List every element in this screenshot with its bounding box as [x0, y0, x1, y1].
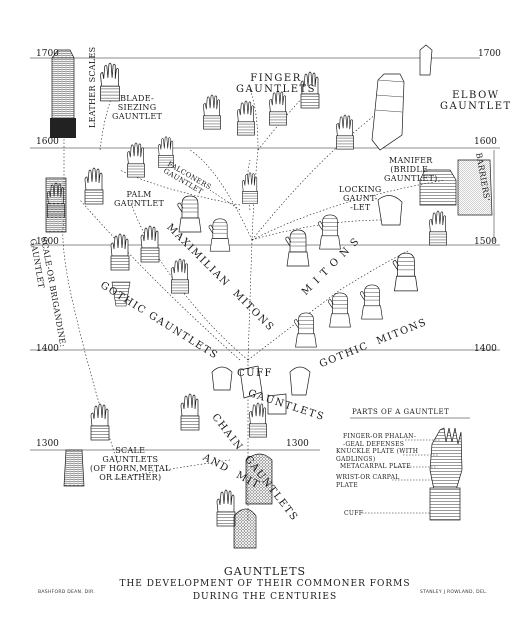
leather-scales-gauntlet-icon	[50, 50, 76, 138]
parts-title: PARTS OF A GAUNTLET	[352, 408, 449, 417]
glove-icon	[269, 91, 286, 125]
year-1600-right: 1600	[474, 138, 497, 147]
credit-left: BASHFORD DEAN. DIR.	[38, 590, 95, 595]
mitten-icon	[209, 219, 230, 251]
elbow-gauntlet-icon	[372, 45, 432, 150]
cuff-icon	[212, 367, 232, 390]
year-1300-left: 1300	[36, 440, 59, 449]
label-elbow-gauntlet: ELBOW GAUNTLET	[440, 90, 512, 112]
caption-title: GAUNTLETS	[0, 565, 530, 578]
label-blade-sieizing: BLADE- SIEZING GAUNTLET	[112, 94, 162, 121]
glove-icon	[85, 168, 103, 204]
label-cuff: CUFF	[237, 368, 273, 379]
glove-icon	[203, 95, 220, 129]
caption-line1: THE DEVELOPMENT OF THEIR COMMONER FORMS	[0, 579, 530, 589]
cuff-icon	[290, 367, 310, 395]
label-finger-gauntlets: FINGER GAUNTLETS	[236, 73, 316, 95]
mitten-icon	[328, 293, 350, 327]
mitten-icon	[393, 253, 417, 291]
glove-icon	[217, 490, 235, 526]
label-leather-scales: LEATHER SCALES	[88, 47, 97, 128]
glove-icon	[249, 403, 266, 437]
parts-wrist: WRIST-OR CARPAL PLATE	[336, 474, 400, 490]
century-lines	[30, 58, 500, 450]
glove-icon	[336, 115, 353, 149]
label-scale-gauntlets: SCALE GAUNTLETS (OF HORN,METAL OR LEATHE…	[90, 446, 171, 482]
mitten-icon	[294, 313, 316, 347]
glove-icon	[91, 404, 109, 440]
year-1700-left: 1700	[36, 50, 59, 59]
glove-icon	[171, 259, 188, 293]
year-1300-right: 1300	[286, 440, 309, 449]
mitten-icon	[360, 285, 382, 319]
glove-icon	[242, 173, 257, 204]
glove-icon	[111, 234, 129, 270]
glove-icon	[141, 226, 159, 262]
glove-icon	[181, 394, 199, 430]
credit-right: STANLEY J ROWLAND, DEL.	[420, 590, 488, 595]
parts-cuff: CUFF	[344, 510, 363, 518]
glove-icon	[237, 101, 254, 135]
label-manifer: MANIFER (BRIDLE- GAUNTLET)	[384, 156, 438, 183]
glove-icon	[429, 211, 446, 245]
parts-knuckle: KNUCKLE PLATE (WITH GADLINGS)	[336, 448, 418, 464]
label-palm-gauntlet: PALM GAUNTLET	[114, 190, 164, 208]
scale-brigandine-icons	[46, 178, 66, 232]
year-1600-left: 1600	[36, 138, 59, 147]
year-1500-right: 1500	[474, 238, 497, 247]
parts-metacarpal: METACARPAL PLATE	[340, 463, 411, 471]
mitten-icon	[286, 230, 309, 266]
parts-finger: FINGER-OR PHALAN- -GEAL DEFENSES	[343, 433, 416, 449]
year-1700-right: 1700	[478, 50, 501, 59]
label-locking: LOCKING GAUNT- -LET	[339, 185, 382, 212]
year-1400-right: 1400	[474, 345, 497, 354]
mitten-icon	[178, 196, 201, 232]
mitten-icon	[318, 215, 340, 249]
